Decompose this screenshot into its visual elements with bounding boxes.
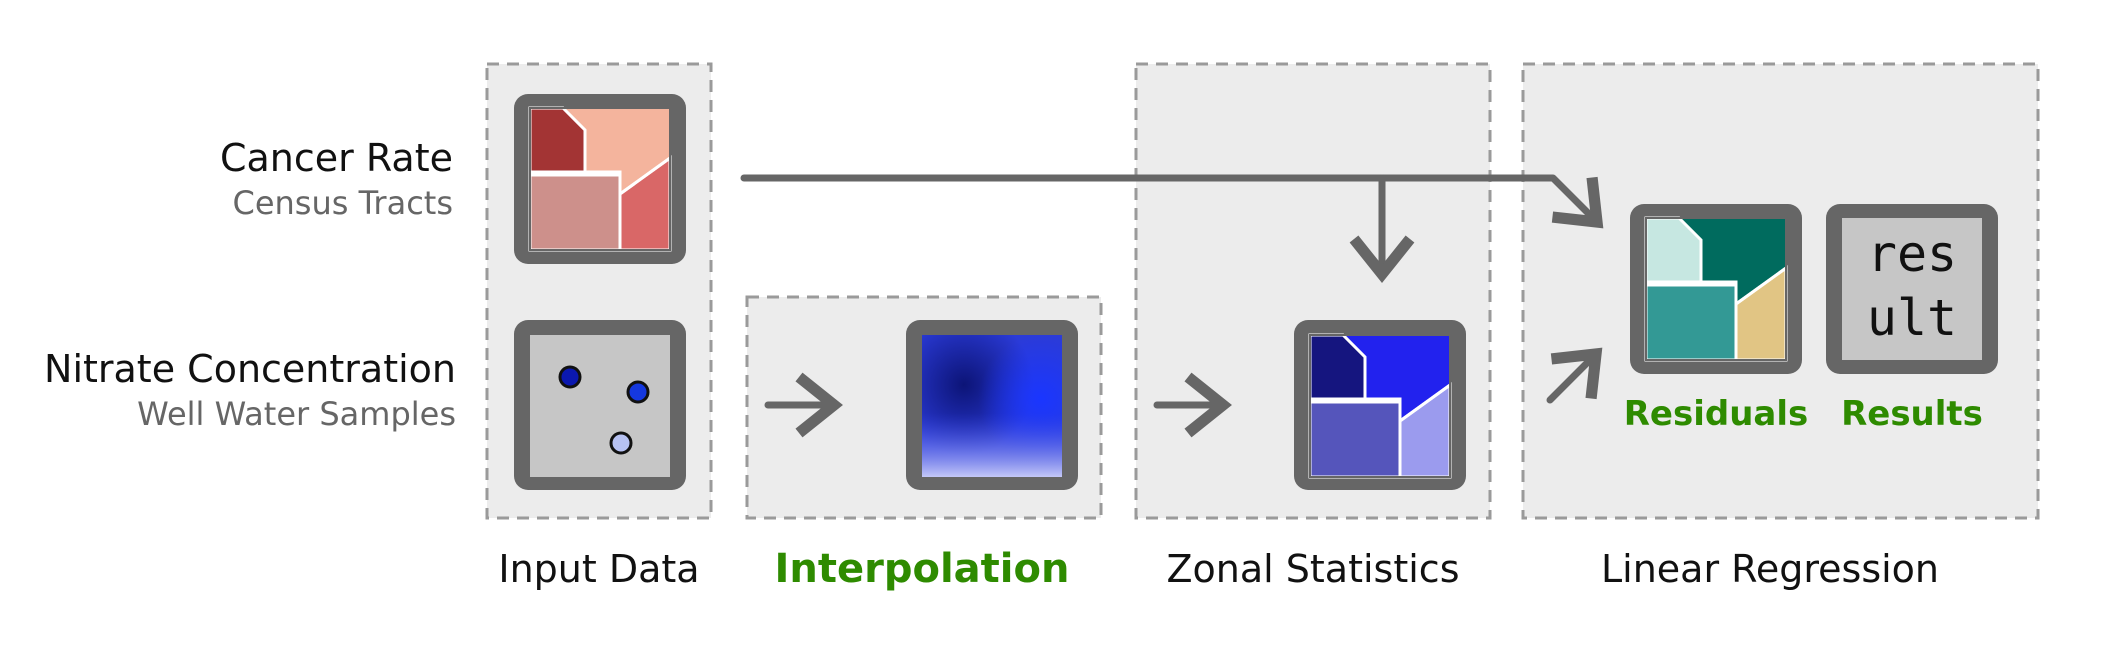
residuals-map-icon <box>1630 204 1802 374</box>
residuals-label: Residuals <box>1624 394 1809 434</box>
stage-label-linear-regression: Linear Regression <box>1601 547 1939 591</box>
nitrate-title: Nitrate Concentration <box>44 347 456 391</box>
stage-label-zonal-statistics: Zonal Statistics <box>1167 547 1460 591</box>
results-text-icon: res ult <box>1826 204 1998 374</box>
cancer-rate-map-icon <box>514 94 686 264</box>
cancer-rate-title: Cancer Rate <box>220 136 453 180</box>
nitrate-points-icon <box>514 320 686 490</box>
results-icon-text-line1: res <box>1867 225 1957 283</box>
well-sample-point <box>558 365 582 389</box>
cancer-rate-to-regression-arrow <box>740 174 1604 229</box>
results-label: Results <box>1841 394 1983 434</box>
nitrate-subtitle: Well Water Samples <box>137 395 456 433</box>
well-sample-point <box>626 380 650 404</box>
cancer-rate-subtitle: Census Tracts <box>232 184 453 222</box>
zonal-to-regression-arrow <box>1546 347 1603 404</box>
stage-label-input-data: Input Data <box>498 547 699 591</box>
results-icon-text-line2: ult <box>1867 289 1957 347</box>
stage-label-interpolation: Interpolation <box>775 546 1070 592</box>
zonal-statistics-map-icon <box>1294 320 1466 490</box>
interpolation-surface-icon <box>906 320 1078 490</box>
well-sample-point <box>609 431 633 455</box>
